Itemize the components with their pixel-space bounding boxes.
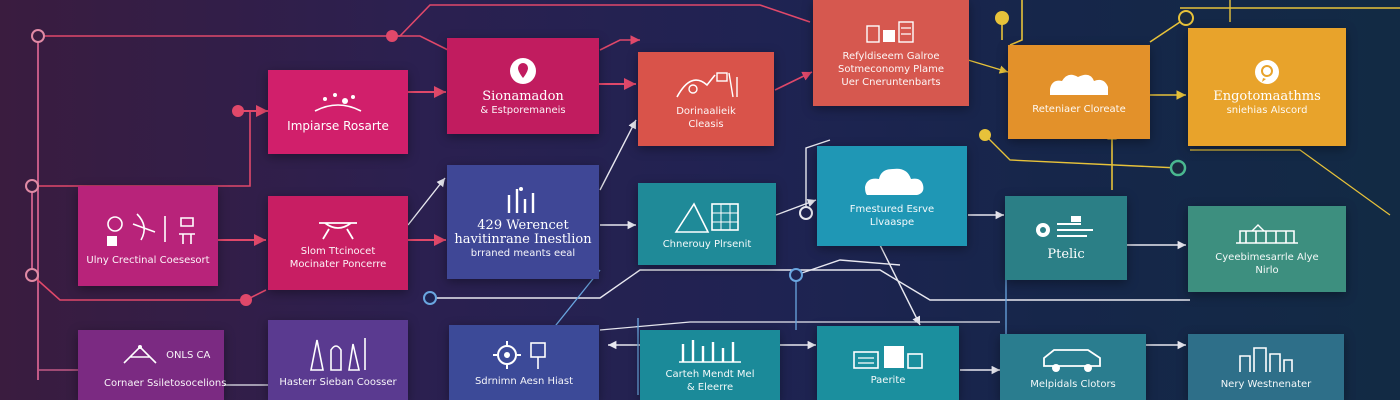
tubes-icon: [679, 340, 741, 363]
node-card[interactable]: Ulny Crectinal Coesesort: [78, 186, 218, 286]
cloud-icon: [865, 168, 924, 195]
node-label: Refyldiseem Galroe: [842, 50, 940, 62]
node-card[interactable]: Chnerouy Plrsenit: [638, 183, 776, 265]
node-sublabel: & Estporemaneis: [480, 104, 566, 116]
connector-line: [879, 244, 921, 326]
node-label: ONLS CA: [166, 350, 211, 361]
node-sublabel: sniehias Alscord: [1226, 104, 1308, 116]
connector-line: [31, 274, 245, 301]
connector-line: [407, 177, 446, 226]
node-label: Ulny Crectinal Coesesort: [86, 254, 210, 266]
dots-icon: [314, 93, 362, 112]
node-sublabel: Nirlo: [1255, 265, 1279, 276]
factory-icon: [866, 20, 914, 43]
connector-line: [32, 110, 251, 187]
node-card[interactable]: 429 Werencet havitinrane Inestlion brran…: [447, 165, 599, 279]
scale-icon: [123, 344, 157, 364]
node-label: Nery Westnenater: [1220, 378, 1312, 390]
node-card[interactable]: Sionamadon & Estporemaneis: [447, 38, 599, 134]
node-label: Sionamadon: [482, 88, 564, 104]
node-label: Melpidals Clotors: [1030, 378, 1116, 390]
node-sublabel: & Eleerre: [686, 382, 734, 393]
node-label: Impiarse Rosarte: [287, 119, 389, 133]
junction-dots: [25, 10, 1194, 306]
connector-line: [1190, 149, 1391, 216]
node-sublabel: Uer Cneruntenbarts: [841, 76, 941, 88]
node-card[interactable]: Hasterr Sieban Coosser: [268, 320, 408, 400]
node-sublabel: Mocinater Poncerre: [289, 259, 387, 270]
node-label: Reteniaer Cloreate: [1032, 103, 1126, 115]
node-card[interactable]: Nery Westnenater: [1188, 334, 1344, 400]
node-sublabel: Cornaer Ssiletosocelions: [104, 377, 227, 389]
connector-line: [1009, 0, 1023, 46]
node-card[interactable]: ONLS CA Cornaer Ssiletosocelions: [78, 330, 227, 400]
node-label: Fmestured Esrve: [849, 204, 935, 215]
node-card[interactable]: Dorinaalieik Cleasis: [638, 52, 774, 146]
node-label: Chnerouy Plrsenit: [662, 238, 752, 250]
connector-line: [984, 134, 1179, 169]
node-sublabel: havitinrane Inestlion: [454, 231, 592, 247]
node-card[interactable]: Reteniaer Cloreate: [1008, 45, 1150, 139]
node-card[interactable]: Melpidals Clotors: [1000, 334, 1146, 400]
node-label: Paerite: [870, 374, 906, 386]
connector-line: [967, 59, 1009, 74]
node-card[interactable]: Paerite: [817, 326, 959, 400]
solar-icon: [674, 201, 739, 233]
node-label: Hasterr Sieban Coosser: [279, 376, 397, 388]
connector-line: [430, 269, 1190, 301]
buildings-icon: [853, 345, 923, 369]
connector-line: [599, 321, 1000, 331]
node-label: Cyeebimesarrle Alye: [1215, 252, 1319, 263]
node-sublabel: brraned meants eeal: [470, 247, 576, 259]
chart-icon: [507, 186, 535, 213]
connector-line: [599, 119, 637, 191]
node-card[interactable]: Engotomaathms sniehias Alscord: [1188, 28, 1346, 146]
node-label: Dorinaalieik: [676, 106, 736, 117]
connector-line: [805, 139, 831, 213]
gear-icon: [493, 341, 546, 369]
connector-line: [795, 259, 901, 276]
node-label: 429 Werencet: [477, 217, 569, 233]
node-sublabel: Sotmeconomy Plame: [837, 63, 945, 75]
tools-icon: [676, 72, 738, 98]
pin-icon: [510, 57, 536, 84]
node-label: Slom Ttcinocet: [300, 246, 376, 257]
node-card[interactable]: Slom Ttcinocet Mocinater Poncerre: [268, 196, 408, 290]
node-card[interactable]: Impiarse Rosarte: [268, 70, 408, 154]
node-label: Carteh Mendt Mel: [665, 369, 755, 380]
car-icon: [1043, 348, 1101, 372]
node-label: Ptelic: [1047, 247, 1085, 262]
bottles-icon: [310, 337, 366, 371]
connector-line: [774, 71, 813, 91]
node-sublabel: Llvaaspe: [869, 217, 915, 228]
node-card[interactable]: Carteh Mendt Mel & Eleerre: [640, 330, 780, 400]
connector-line: [599, 35, 640, 51]
node-sublabel: Cleasis: [688, 119, 724, 130]
device-icon: [1036, 216, 1093, 237]
node-card[interactable]: Cyeebimesarrle Alye Nirlo: [1188, 206, 1346, 292]
connector-line: [775, 199, 817, 216]
node-card[interactable]: Fmestured Esrve Llvaaspe: [817, 146, 967, 246]
bench-icon: [319, 222, 357, 240]
city-icon: [1239, 346, 1293, 372]
node-label: Engotomaathms: [1213, 88, 1321, 104]
chat-icon: [1255, 59, 1279, 84]
connector-line: [392, 35, 449, 51]
node-label: Sdrnimn Aesn Hiast: [474, 376, 574, 387]
cloud-factory-icon: [1050, 74, 1108, 95]
node-card[interactable]: Ptelic: [1005, 196, 1127, 280]
lab-icon: [107, 212, 195, 246]
bridge-icon: [1236, 224, 1298, 244]
node-card[interactable]: Sdrnimn Aesn Hiast: [449, 325, 599, 400]
node-card[interactable]: Refyldiseem Galroe Sotmeconomy Plame Uer…: [813, 0, 969, 106]
connector-line: [38, 4, 811, 37]
